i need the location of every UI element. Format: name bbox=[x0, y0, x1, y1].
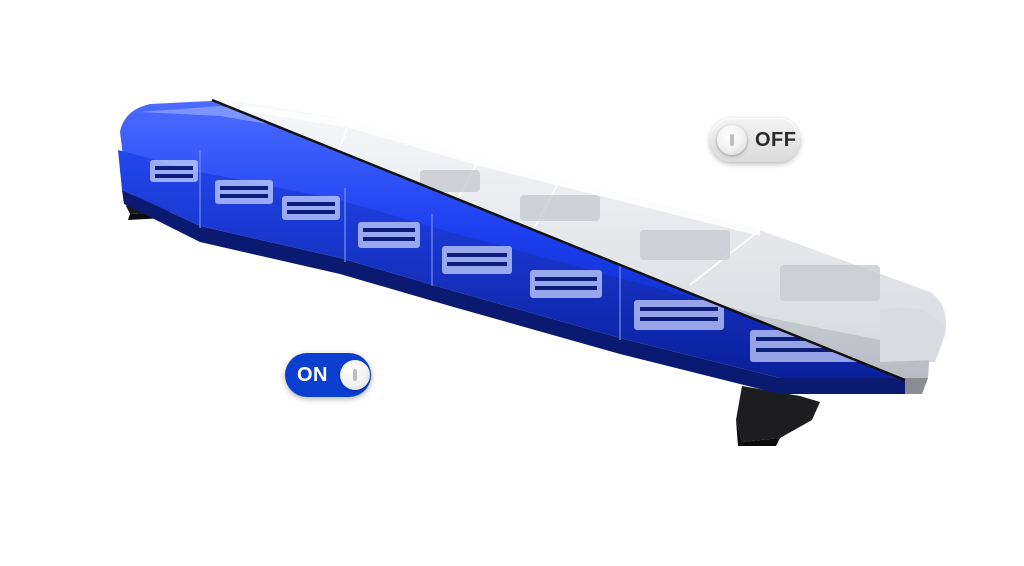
toggle-knob-icon bbox=[717, 125, 747, 155]
light-bar-on-section bbox=[118, 100, 905, 394]
on-toggle-switch[interactable]: ON bbox=[285, 353, 371, 397]
mount-foot-right bbox=[736, 386, 820, 446]
toggle-knob-icon bbox=[340, 360, 370, 390]
off-toggle-switch[interactable]: OFF bbox=[710, 118, 800, 162]
off-toggle-label: OFF bbox=[755, 128, 797, 151]
on-toggle-label: ON bbox=[297, 363, 328, 386]
on-off-divider-line bbox=[211, 98, 906, 382]
